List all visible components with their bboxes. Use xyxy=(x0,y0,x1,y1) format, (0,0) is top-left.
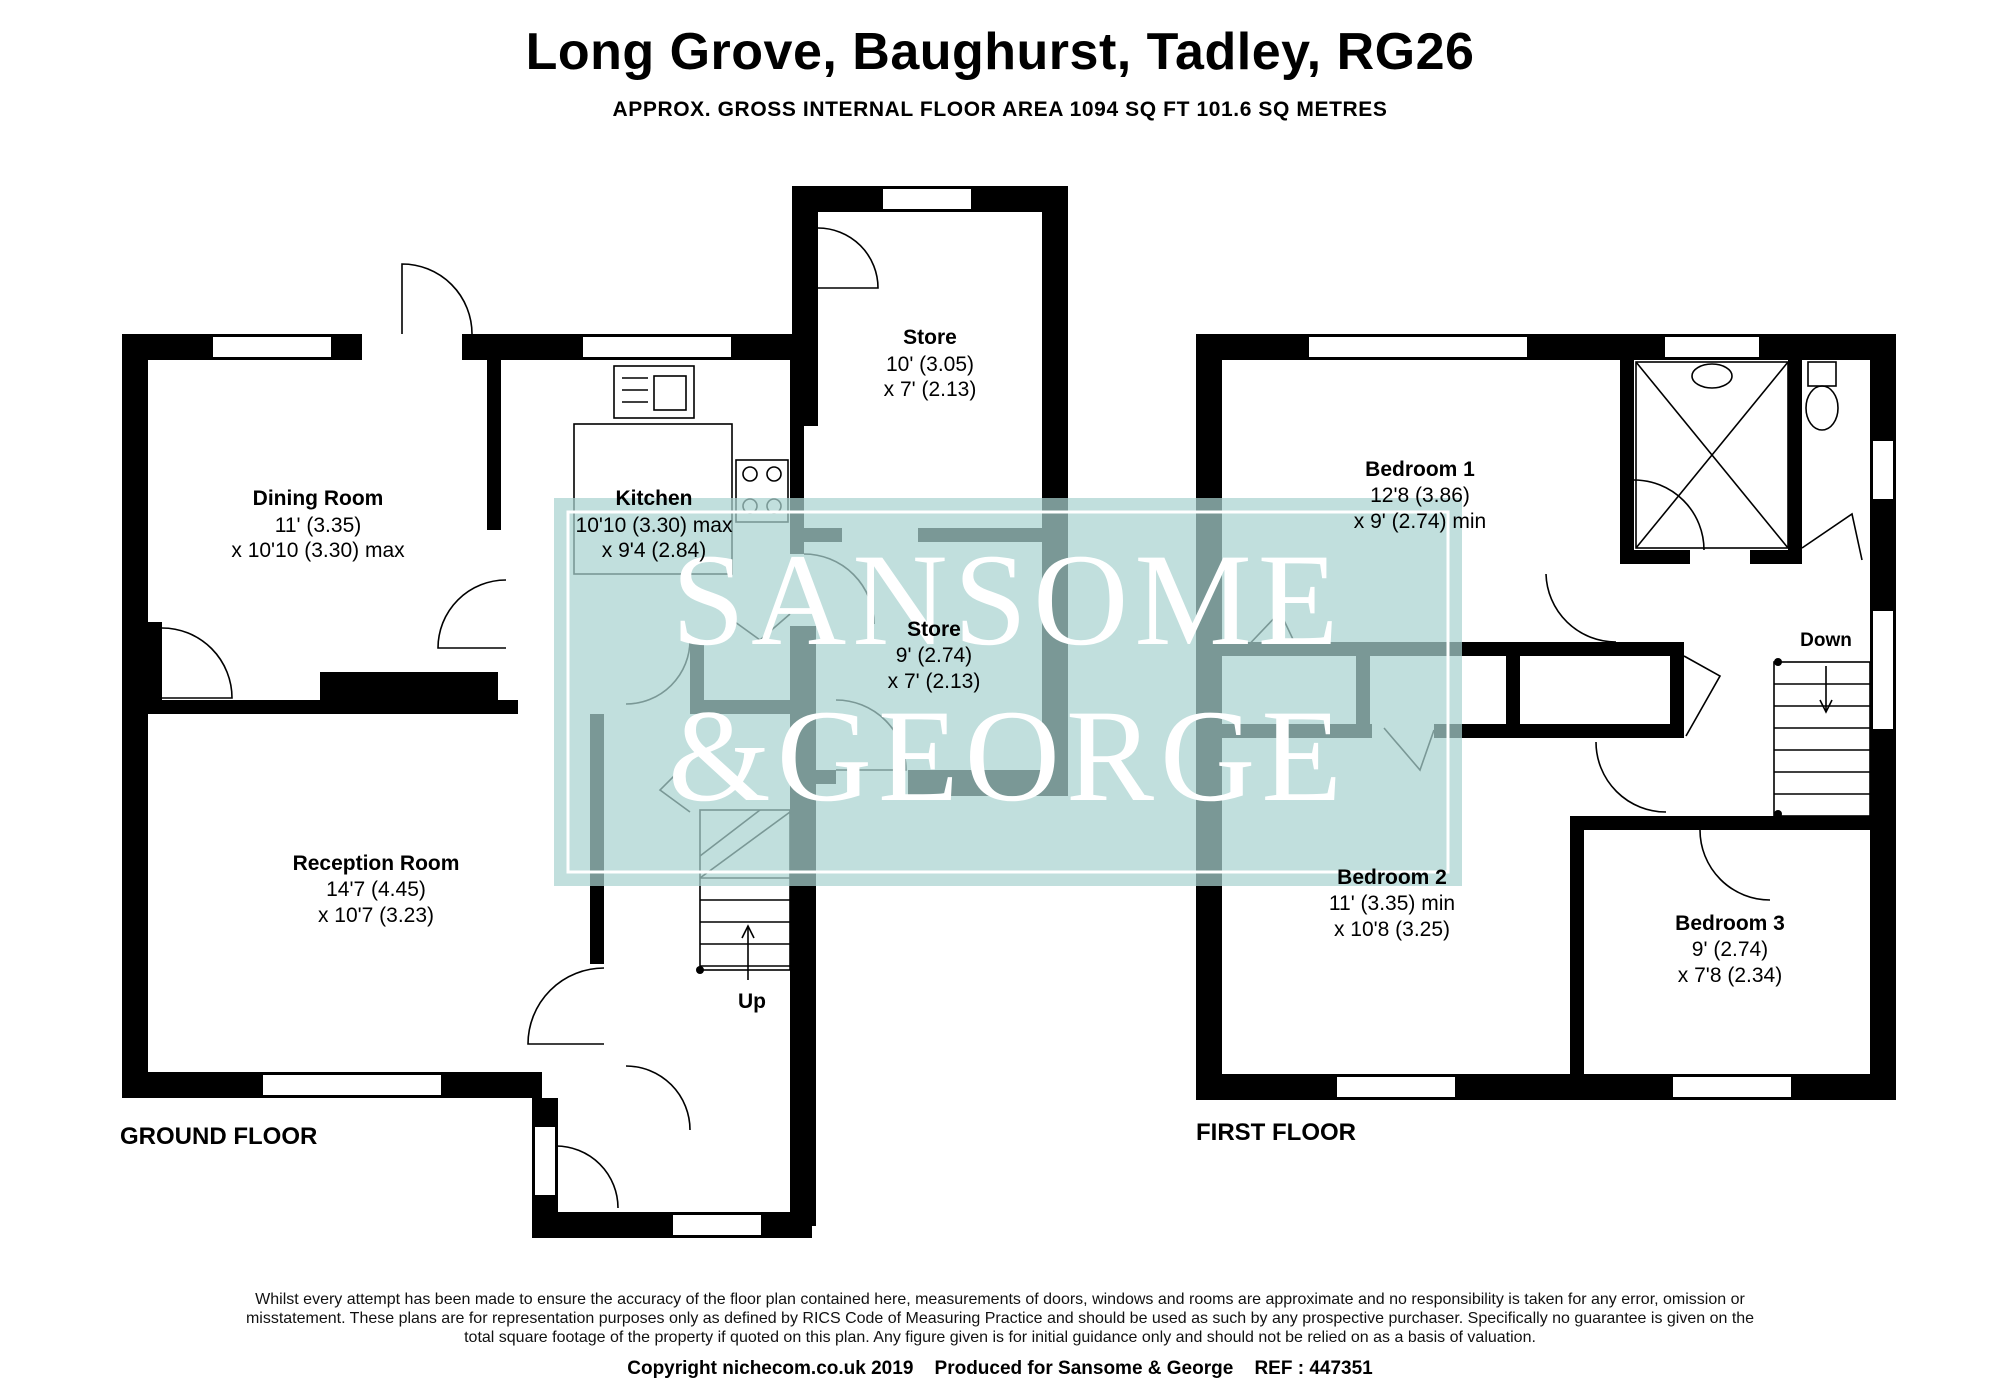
watermark-line2: &GEORGE xyxy=(668,682,1348,829)
svg-text:Bedroom 3: Bedroom 3 xyxy=(1675,912,1785,935)
svg-text:11' (3.35): 11' (3.35) xyxy=(275,514,362,537)
wall xyxy=(1434,724,1684,738)
wall xyxy=(1788,360,1802,564)
window xyxy=(671,1213,763,1237)
stairs-down xyxy=(1773,658,1871,818)
svg-text:Store: Store xyxy=(903,326,957,349)
svg-text:9' (2.74): 9' (2.74) xyxy=(1692,938,1768,961)
footer: Copyright nichecom.co.uk 2019 Produced f… xyxy=(0,1358,2000,1380)
room-label-store-lower: Store 9' (2.74) x 7' (2.13) xyxy=(888,618,981,693)
wall xyxy=(1750,550,1802,564)
wall xyxy=(792,186,818,426)
door xyxy=(625,1065,691,1131)
door xyxy=(1595,741,1667,813)
svg-text:10' (3.05): 10' (3.05) xyxy=(886,353,974,376)
sansome-george-watermark: SANSOME &GEORGE xyxy=(554,498,1462,886)
room-label-store-upper: Store 10' (3.05) x 7' (2.13) xyxy=(884,326,977,401)
sink-icon xyxy=(613,365,695,419)
sink-basin xyxy=(653,375,687,411)
svg-text:x 9'4 (2.84): x 9'4 (2.84) xyxy=(602,539,706,562)
svg-text:x 10'8 (3.25): x 10'8 (3.25) xyxy=(1334,918,1450,941)
door xyxy=(1633,479,1705,551)
shower-tray xyxy=(1635,361,1789,549)
svg-text:11' (3.35) min: 11' (3.35) min xyxy=(1329,892,1455,915)
room-label-reception: Reception Room 14'7 (4.45) x 10'7 (3.23) xyxy=(293,852,460,927)
room-label-kitchen: Kitchen 10'10 (3.30) max x 9'4 (2.84) xyxy=(576,487,733,562)
svg-text:Kitchen: Kitchen xyxy=(615,487,692,510)
first-floor-label: FIRST FLOOR xyxy=(1196,1119,1356,1146)
wall xyxy=(1670,642,1684,738)
room-label-bedroom2: Bedroom 2 11' (3.35) min x 10'8 (3.25) xyxy=(1329,866,1455,941)
hob-ring xyxy=(742,466,758,482)
wall xyxy=(1570,816,1896,830)
svg-text:x 7'8 (2.34): x 7'8 (2.34) xyxy=(1678,964,1782,987)
door xyxy=(161,627,233,699)
door xyxy=(1683,655,1722,737)
wall xyxy=(1196,334,1896,360)
stairs-down-label: Down xyxy=(1800,630,1852,651)
svg-text:Store: Store xyxy=(907,618,961,641)
window xyxy=(1871,609,1895,731)
room-label-bedroom1: Bedroom 1 12'8 (3.86) x 9' (2.74) min xyxy=(1354,458,1486,533)
wall xyxy=(1620,360,1634,564)
door xyxy=(817,227,879,289)
toilet-cistern xyxy=(1807,361,1837,387)
svg-text:9' (2.74): 9' (2.74) xyxy=(896,644,972,667)
ground-floor-label: GROUND FLOOR xyxy=(120,1123,317,1150)
svg-text:10'10 (3.30) max: 10'10 (3.30) max xyxy=(576,514,733,537)
reference-text: REF : 447351 xyxy=(1254,1358,1373,1379)
watermark-line1: SANSOME xyxy=(672,526,1345,673)
wall xyxy=(1506,654,1520,726)
svg-text:Dining Room: Dining Room xyxy=(253,487,384,510)
svg-text:x 10'7 (3.23): x 10'7 (3.23) xyxy=(318,904,434,927)
svg-text:x 7' (2.13): x 7' (2.13) xyxy=(884,378,977,401)
window xyxy=(581,335,733,359)
plan-title: Long Grove, Baughurst, Tadley, RG26 xyxy=(525,23,1475,81)
window xyxy=(533,1125,557,1197)
wall xyxy=(1570,816,1584,1086)
door xyxy=(1699,829,1771,901)
produced-for-text: Produced for Sansome & George xyxy=(934,1358,1234,1379)
window xyxy=(211,335,333,359)
window xyxy=(1871,439,1895,501)
room-label-dining: Dining Room 11' (3.35) x 10'10 (3.30) ma… xyxy=(231,487,405,562)
floor-area-subtitle: APPROX. GROSS INTERNAL FLOOR AREA 1094 S… xyxy=(612,98,1388,121)
wall xyxy=(148,700,518,714)
room-label-bedroom3: Bedroom 3 9' (2.74) x 7'8 (2.34) xyxy=(1675,912,1785,987)
window xyxy=(261,1073,443,1097)
toilet-icon xyxy=(1805,385,1839,431)
copyright-text: Copyright nichecom.co.uk 2019 xyxy=(627,1358,914,1379)
svg-text:x 10'10 (3.30) max: x 10'10 (3.30) max xyxy=(231,539,405,562)
window xyxy=(1307,335,1529,359)
svg-text:x 9' (2.74) min: x 9' (2.74) min xyxy=(1354,510,1486,533)
wall xyxy=(148,622,162,702)
svg-text:12'8 (3.86): 12'8 (3.86) xyxy=(1370,484,1470,507)
wall xyxy=(1620,550,1690,564)
stairs-up-label: Up xyxy=(738,990,766,1013)
svg-text:Bedroom 1: Bedroom 1 xyxy=(1365,458,1475,481)
door xyxy=(1801,512,1863,561)
svg-text:x 7' (2.13): x 7' (2.13) xyxy=(888,670,981,693)
wall xyxy=(487,350,501,530)
door xyxy=(401,263,473,335)
window xyxy=(1663,335,1761,359)
wall xyxy=(122,334,148,1084)
basin-icon xyxy=(1691,363,1733,389)
window xyxy=(1671,1075,1793,1099)
door xyxy=(1545,573,1617,643)
door xyxy=(527,967,605,1045)
door xyxy=(555,1145,619,1209)
window xyxy=(1335,1075,1457,1099)
svg-text:Reception Room: Reception Room xyxy=(293,852,460,875)
wall xyxy=(320,672,498,702)
door xyxy=(437,579,507,649)
svg-text:Bedroom 2: Bedroom 2 xyxy=(1337,866,1447,889)
disclaimer-text: Whilst every attempt has been made to en… xyxy=(245,1291,1755,1346)
hob-ring xyxy=(766,466,782,482)
window xyxy=(881,187,973,211)
svg-text:14'7 (4.45): 14'7 (4.45) xyxy=(326,878,426,901)
